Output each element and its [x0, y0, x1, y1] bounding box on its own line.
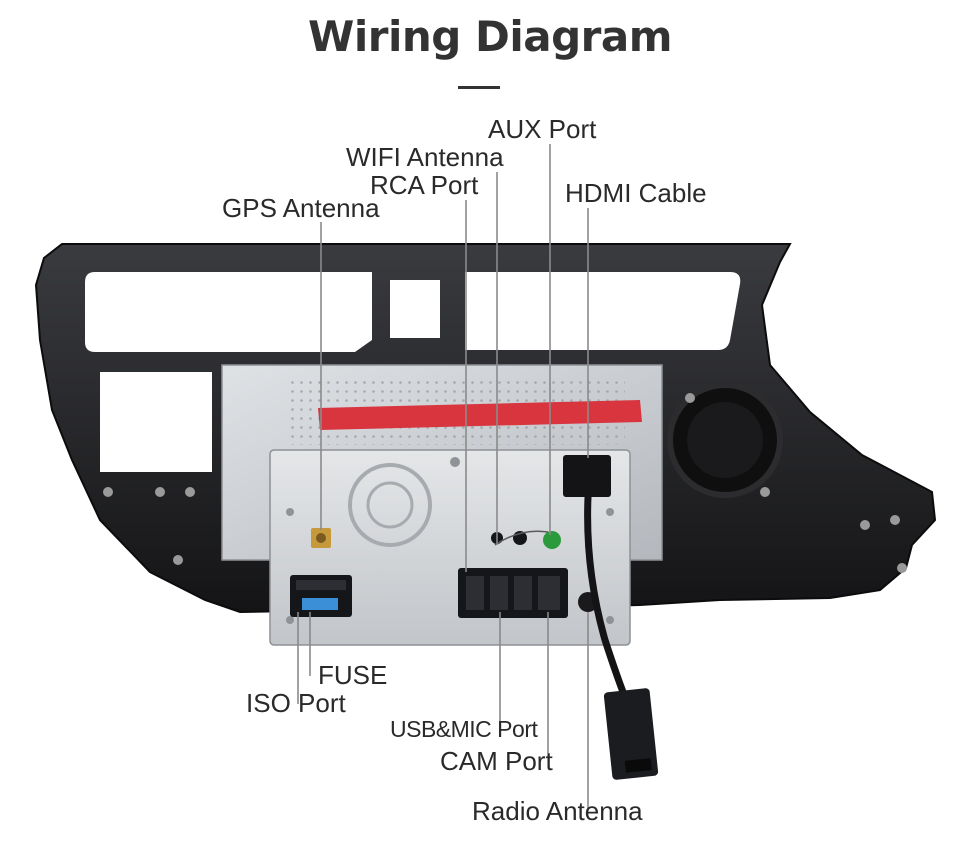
iso-port-connector: [290, 575, 352, 617]
leader-lines: [297, 144, 589, 808]
label-iso-port: ISO Port: [246, 688, 346, 718]
label-wifi-antenna: WIFI Antenna: [346, 142, 504, 172]
aux-jack: [543, 531, 561, 549]
label-fuse: FUSE: [318, 660, 388, 690]
warning-sticker: [318, 400, 642, 430]
label-gps-antenna: GPS Antenna: [222, 193, 380, 223]
gps-antenna-connector: [311, 528, 331, 548]
label-usb-mic-port: USB&MIC Port: [390, 716, 538, 742]
label-hdmi-cable: HDMI Cable: [565, 178, 707, 208]
label-cam-port: CAM Port: [440, 746, 553, 776]
label-radio-antenna: Radio Antenna: [472, 796, 643, 826]
page-title: Wiring Diagram: [308, 12, 672, 61]
hdmi-cable: [563, 455, 659, 780]
label-aux-port: AUX Port: [488, 114, 597, 144]
multi-port-connector-block: [458, 530, 568, 618]
label-rca-port: RCA Port: [370, 170, 479, 200]
fuse-block: [302, 598, 338, 610]
title-underline: [458, 86, 500, 89]
